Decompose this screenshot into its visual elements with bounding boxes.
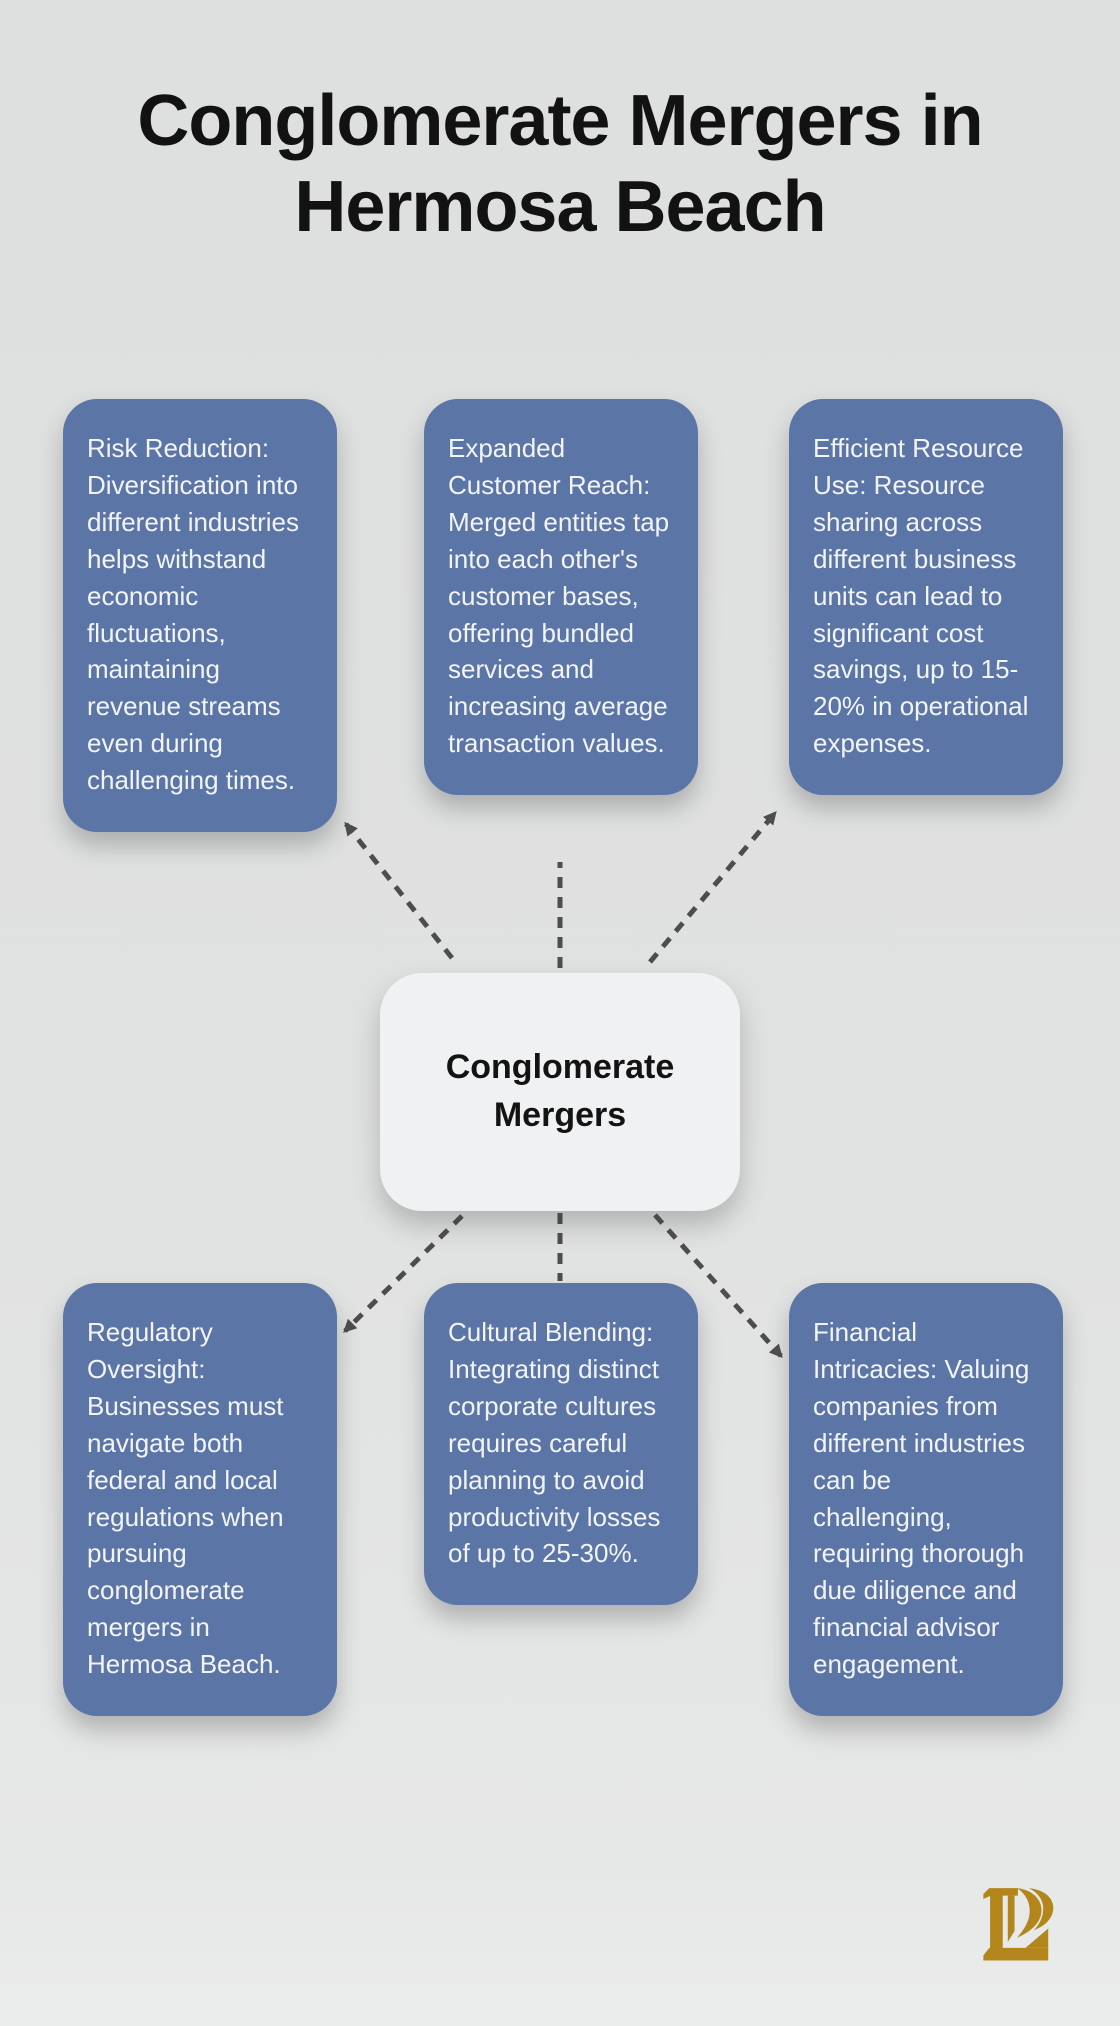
connector-center-to-risk-reduction	[344, 821, 454, 960]
node-expanded-customer-reach: Expanded Customer Reach: Merged entities…	[424, 399, 698, 796]
node-regulatory-oversight: Regulatory Oversight: Businesses must na…	[63, 1283, 337, 1717]
connector-center-to-efficient-resource	[648, 810, 777, 964]
node-cultural-blending: Cultural Blending: Integrating distinct …	[424, 1283, 698, 1606]
node-efficient-resource-use: Efficient Resource Use: Resource sharing…	[789, 399, 1063, 796]
page-title: Conglomerate Mergers in Hermosa Beach	[137, 81, 983, 248]
node-financial-intricacies: Financial Intricacies: Valuing companies…	[789, 1283, 1063, 1717]
connector-center-to-regulatory	[343, 1214, 464, 1333]
node-risk-reduction: Risk Reduction: Diversification into dif…	[63, 399, 337, 833]
pl-monogram-logo-icon	[983, 1888, 1054, 1961]
center-node-conglomerate-mergers: Conglomerate Mergers	[380, 973, 740, 1211]
